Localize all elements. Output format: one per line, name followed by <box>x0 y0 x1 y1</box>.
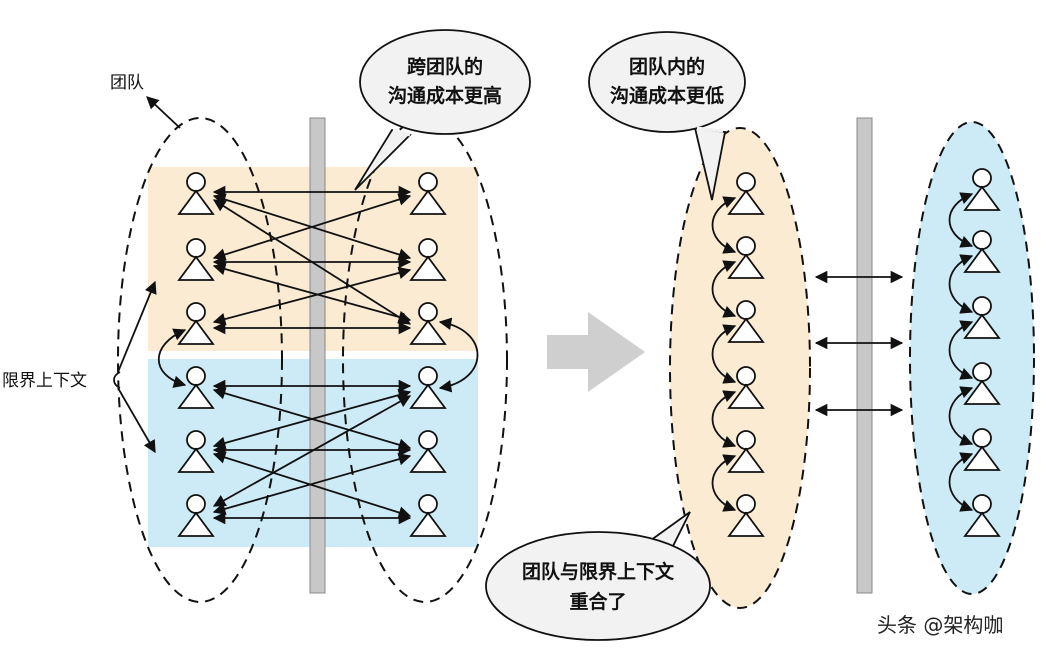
intra-team-bubble-line2: 沟通成本更低 <box>610 84 724 107</box>
left-divider-bar <box>309 117 326 594</box>
cross-team-bubble-line2: 沟通成本更高 <box>388 84 502 107</box>
aligned-orange-team-ellipse <box>669 127 811 609</box>
transition-arrow-icon <box>547 312 645 392</box>
right-team-ellipse <box>342 117 508 603</box>
right-divider-bar <box>856 117 873 594</box>
team-label: 团队 <box>110 73 144 93</box>
bounded-context-pointer <box>113 280 157 454</box>
left-scenario: 团队 限界上下文 跨团队的 沟通成本更高 <box>2 29 531 603</box>
intra-team-arrows <box>711 192 974 512</box>
aligned-bubble: 团队与限界上下文 重合了 <box>485 511 711 641</box>
bounded-context-label: 限界上下文 <box>2 371 87 391</box>
aligned-blue-team-ellipse <box>909 121 1035 595</box>
left-team-ellipse <box>117 117 283 603</box>
watermark: 头条 @架构咖 <box>877 613 1003 637</box>
context-boundary-arrows <box>814 270 904 417</box>
right-scenario: 团队内的 沟通成本更低 团队与限界上下文 重合了 <box>485 31 1035 641</box>
aligned-bubble-line1: 团队与限界上下文 <box>522 560 675 583</box>
intra-team-bubble-line1: 团队内的 <box>629 55 705 78</box>
aligned-bubble-line2: 重合了 <box>569 590 626 613</box>
cross-team-bubble: 跨团队的 沟通成本更高 <box>354 29 531 191</box>
intra-team-bubble: 团队内的 沟通成本更低 <box>588 31 746 201</box>
cross-team-arrows <box>158 185 479 525</box>
team-pointer-arrow <box>146 96 181 129</box>
cross-team-bubble-line1: 跨团队的 <box>407 55 483 78</box>
